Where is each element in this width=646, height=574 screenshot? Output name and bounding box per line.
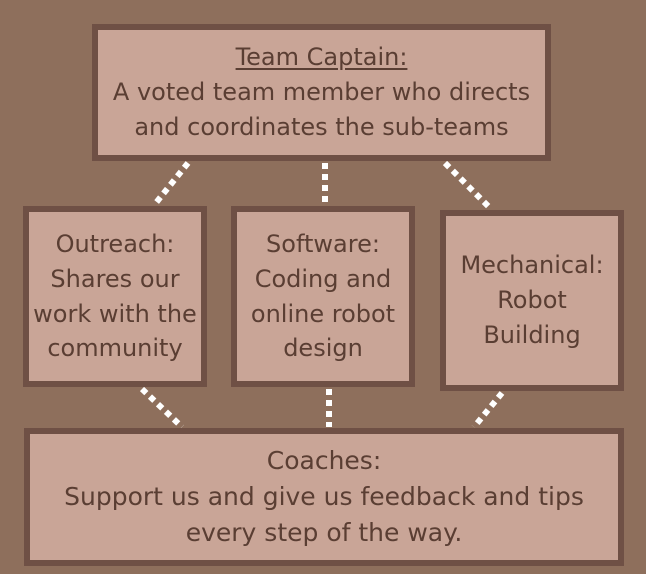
connector-mechanical-coaches bbox=[471, 391, 505, 429]
team-captain-desc-line2: and coordinates the sub-teams bbox=[134, 112, 509, 141]
software-desc-line3: design bbox=[283, 334, 363, 363]
outreach-desc-line2: work with the bbox=[33, 299, 197, 328]
connector-captain-outreach bbox=[152, 161, 191, 206]
team-captain-title: Team Captain: bbox=[235, 43, 408, 72]
outreach-desc-line3: community bbox=[47, 334, 183, 363]
connector-captain-mechanical bbox=[442, 160, 493, 211]
mechanical-title: Mechanical: bbox=[460, 251, 604, 280]
coaches-box: Coaches: Support us and give us feedback… bbox=[24, 428, 624, 566]
outreach-desc-line1: Shares our bbox=[50, 264, 180, 293]
software-box: Software: Coding and online robot design bbox=[231, 206, 415, 387]
coaches-desc-line1: Support us and give us feedback and tips bbox=[64, 481, 584, 511]
coaches-desc-line2: every step of the way. bbox=[185, 518, 463, 548]
connector-outreach-coaches bbox=[139, 386, 185, 430]
outreach-title: Outreach: bbox=[55, 229, 175, 258]
outreach-box: Outreach: Shares our work with the commu… bbox=[23, 206, 207, 387]
team-captain-desc-line1: A voted team member who directs bbox=[112, 78, 531, 107]
software-desc-line2: online robot bbox=[250, 299, 396, 328]
mechanical-desc-line1: Robot bbox=[497, 286, 567, 315]
software-title: Software: bbox=[266, 229, 380, 258]
mechanical-box: Mechanical: Robot Building bbox=[440, 210, 624, 391]
coaches-title: Coaches: bbox=[266, 445, 382, 475]
software-desc-line1: Coding and bbox=[254, 264, 392, 293]
team-captain-box: Team Captain: A voted team member who di… bbox=[92, 24, 551, 161]
mechanical-desc-line2: Building bbox=[483, 320, 581, 349]
